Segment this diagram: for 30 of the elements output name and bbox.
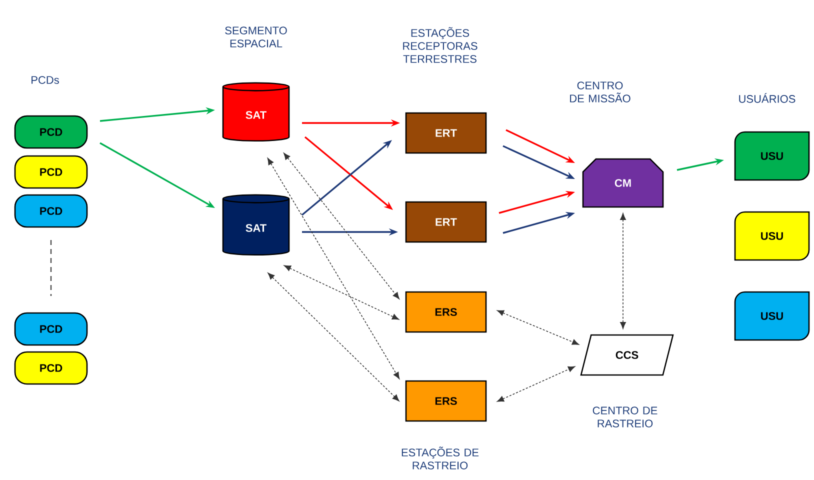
arrow xyxy=(267,158,400,380)
platform-box: PCD xyxy=(14,351,88,385)
arrow xyxy=(284,265,400,320)
column-heading: SEGMENTO ESPACIAL xyxy=(225,26,287,48)
satellite-cylinder: SAT xyxy=(222,194,290,256)
column-heading: CENTRO DE RASTREIO xyxy=(592,406,658,428)
station-box: ERT xyxy=(405,112,487,154)
column-heading: PCDs xyxy=(32,76,59,84)
arrow xyxy=(268,272,400,402)
control-center-box: CCS xyxy=(580,334,674,376)
user-box: USU xyxy=(734,131,810,181)
platform-box: PCD xyxy=(14,155,88,189)
column-heading: ESTAÇÕES RECEPTORAS TERRESTRES xyxy=(403,27,478,63)
platform-box: PCD xyxy=(14,194,88,228)
user-box: USU xyxy=(734,291,810,341)
column-heading: CENTRO DE MISSÃO xyxy=(570,82,630,102)
platform-box: PCD xyxy=(14,115,88,149)
user-box: USU xyxy=(734,211,810,261)
arrow xyxy=(284,152,400,300)
mission-center-box: CM xyxy=(582,158,664,208)
station-box: ERS xyxy=(405,380,487,422)
station-box: ERS xyxy=(405,291,487,333)
satellite-cylinder: SAT xyxy=(222,82,290,142)
arrow xyxy=(497,366,575,402)
arrow xyxy=(620,213,626,329)
station-box: ERT xyxy=(405,201,487,243)
arrow xyxy=(497,310,579,345)
platform-box: PCD xyxy=(14,312,88,346)
column-heading: ESTAÇÕES DE RASTREIO xyxy=(402,446,479,470)
column-heading: USUÁRIOS xyxy=(739,93,796,103)
